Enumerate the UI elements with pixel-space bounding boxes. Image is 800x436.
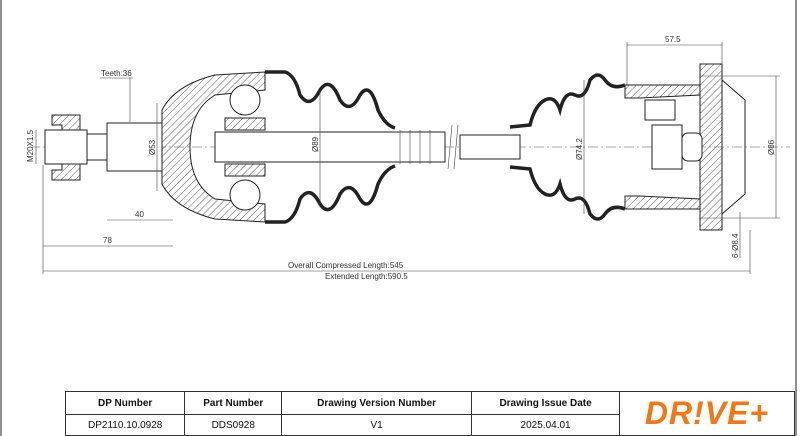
inner-boot-diameter-label: Ø74.2: [575, 138, 584, 160]
outer-boot: [265, 70, 396, 224]
part-number-value: DDS0928: [184, 414, 283, 436]
spline-diameter-label: Ø53: [148, 139, 157, 155]
drive-shaft: [214, 124, 521, 170]
inner-tripod-joint: [624, 63, 746, 231]
header-drawing-version: Drawing Version Number: [281, 391, 473, 415]
logo-text: DR!VE+: [644, 395, 770, 431]
outer-joint-diameter-label: Ø89: [311, 136, 320, 152]
dp-number-value: DP2110.10.0928: [64, 414, 186, 436]
drawing-version-value: V1: [281, 414, 473, 436]
length-78-label: 78: [103, 236, 112, 245]
length-40-label: 40: [135, 210, 144, 219]
extended-length-label: Extended Length:590.5: [325, 272, 408, 281]
bolt-holes-label: 6-Ø8.4: [731, 233, 740, 258]
outer-stub-shaft: [44, 71, 266, 223]
dimensions: Teeth:36 M20X1.5 Ø53 40 78 Ø89 Ø74.2 Ø86…: [26, 35, 780, 281]
header-issue-date: Drawing Issue Date: [471, 391, 620, 415]
header-part-number: Part Number: [184, 391, 283, 415]
drive-plus-logo: DR!VE+: [620, 391, 795, 436]
overall-length-label: Overall Compressed Length:545: [288, 261, 404, 270]
flange-diameter-label: Ø86: [767, 139, 776, 155]
table-row: DP2110.10.0928 DDS0928 V1 2025.04.01: [64, 414, 620, 436]
length-57-5-label: 57.5: [665, 35, 681, 44]
title-block-table: DP Number Part Number Drawing Version Nu…: [64, 391, 620, 436]
table-header-row: DP Number Part Number Drawing Version Nu…: [64, 391, 620, 415]
issue-date-value: 2025.04.01: [471, 414, 620, 436]
inner-boot: [509, 73, 626, 221]
header-dp-number: DP Number: [64, 391, 186, 415]
teeth-label: Teeth:36: [101, 69, 132, 78]
thread-label: M20X1.5: [26, 129, 35, 162]
